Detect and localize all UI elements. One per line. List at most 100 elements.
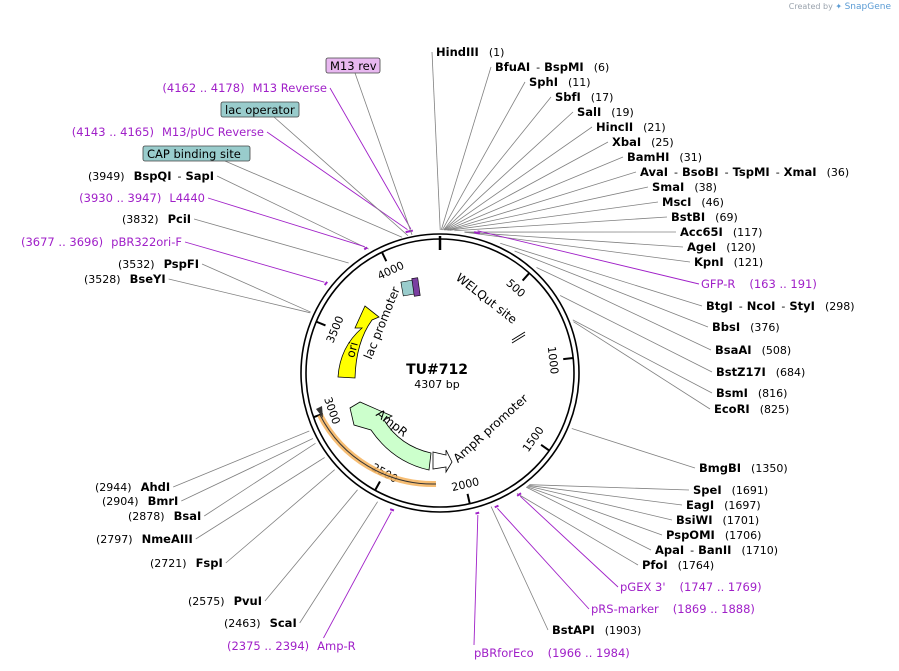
enzyme-msci[interactable]: MscI(46): [662, 195, 724, 209]
enzyme-pfoi[interactable]: PfoI(1764): [642, 558, 714, 572]
welqut-site-marker-a: [511, 334, 526, 344]
primer-pgex-3[interactable]: pGEX 3' (1747 .. 1769): [620, 580, 762, 594]
enzyme-pcii[interactable]: (3832)PciI: [122, 212, 191, 226]
enzyme-name: StyI: [789, 299, 815, 313]
enzyme-name: BstZ17I: [716, 365, 766, 379]
enzyme-leader-line: [225, 469, 335, 564]
enzyme-position: (1350): [751, 462, 788, 475]
enzyme-label: BsiWI(1701): [676, 513, 759, 527]
enzyme-bsmi[interactable]: BsmI(816): [716, 386, 787, 400]
enzyme-apai[interactable]: ApaI-BanII(1710): [655, 543, 778, 557]
primer-range: (1747 .. 1769): [680, 580, 762, 594]
enzyme-position: (38): [694, 181, 717, 194]
enzyme-label: BsaAI(508): [715, 343, 791, 357]
enzyme-pspomi[interactable]: PspOMI(1706): [666, 528, 761, 542]
enzyme-bmri[interactable]: (2904)BmrI: [102, 494, 178, 508]
enzyme-leader-line: [559, 295, 713, 373]
enzyme-scai[interactable]: (2463)ScaI: [224, 616, 297, 630]
primer-name: pGEX 3': [620, 580, 666, 594]
primer-m13-reverse[interactable]: (4162 .. 4178)M13 Reverse: [162, 81, 327, 95]
enzyme-smai[interactable]: SmaI(38): [652, 180, 717, 194]
enzyme-bspqi[interactable]: (3949)BspQI-SapI: [88, 169, 214, 183]
primer-amp-r[interactable]: (2375 .. 2394)Amp-R: [227, 639, 356, 653]
enzyme-sphi[interactable]: SphI(11): [529, 75, 591, 89]
tick-mark-1500: [540, 443, 550, 452]
enzyme-nmeaiii[interactable]: (2797)NmeAIII: [96, 532, 193, 546]
primer-pbrforeco[interactable]: pBRforEco(1966 .. 1984): [474, 646, 630, 660]
boxed-feature-cap-binding-site[interactable]: CAP binding site: [142, 145, 251, 162]
enzyme-leader-line: [193, 218, 349, 264]
tick-mark-3500: [315, 320, 326, 327]
primer-pbr322ori-f[interactable]: (3677 .. 3696)pBR322ori-F: [21, 235, 182, 249]
enzyme-separator: -: [674, 166, 678, 179]
enzyme-leader-line: [445, 141, 609, 231]
primer-label: pBRforEco(1966 .. 1984): [474, 646, 630, 660]
enzyme-label: AvaI-BsoBI-TspMI-XmaI(36): [640, 165, 849, 179]
ampr-promoter-arrow[interactable]: [432, 449, 453, 474]
enzyme-bbsi[interactable]: BbsI(376): [712, 320, 780, 334]
enzyme-agei[interactable]: AgeI(120): [687, 240, 756, 254]
enzyme-bstz17i[interactable]: BstZ17I(684): [716, 365, 805, 379]
enzyme-bfuai[interactable]: BfuAI-BspMI(6): [495, 60, 609, 74]
enzyme-bseyi[interactable]: (3528)BseYI: [84, 272, 166, 286]
enzyme-label: BmgBI(1350): [699, 461, 788, 475]
enzyme-spei[interactable]: SpeI(1691): [693, 483, 768, 497]
enzyme-label: KpnI(121): [694, 255, 763, 269]
enzyme-hincii[interactable]: HincII(21): [596, 120, 666, 134]
enzyme-bsaai[interactable]: BsaAI(508): [715, 343, 791, 357]
ori-arrow[interactable]: [337, 305, 380, 379]
enzyme-ecori[interactable]: EcoRI(825): [714, 402, 789, 416]
enzyme-leader-line: [181, 438, 314, 502]
enzyme-acc65i[interactable]: Acc65I(117): [680, 225, 762, 239]
boxed-feature-m13-rev[interactable]: M13 rev: [325, 57, 381, 74]
enzyme-bamhi[interactable]: BamHI(31): [627, 150, 702, 164]
enzyme-hindiii[interactable]: HindIII(1): [436, 45, 504, 59]
ampr-arrow[interactable]: [349, 401, 432, 471]
enzyme-sbfi[interactable]: SbfI(17): [555, 90, 613, 104]
boxed-feature-lac-operator[interactable]: lac operator: [220, 101, 300, 118]
enzyme-leader-line: [572, 319, 713, 394]
tick-mark-1000: [563, 357, 574, 361]
enzyme-position: (19): [611, 106, 634, 119]
enzyme-position: (1691): [732, 484, 769, 497]
enzyme-separator: -: [690, 544, 694, 557]
tick-mark-4000: [381, 251, 388, 262]
primer-l4440[interactable]: (3930 .. 3947)L4440: [79, 191, 205, 205]
enzyme-bsai[interactable]: (2878)BsaI: [128, 509, 201, 523]
enzyme-name: BstAPI: [552, 623, 595, 637]
primer-site-mark: [323, 281, 328, 286]
lac-operator-block[interactable]: [411, 277, 421, 297]
primer-range: (1966 .. 1984): [548, 646, 630, 660]
primer-site-mark: [475, 511, 480, 515]
primer-m13-puc-reverse[interactable]: (4143 .. 4165)M13/pUC Reverse: [72, 125, 264, 139]
enzyme-pvui[interactable]: (2575)PvuI: [188, 594, 262, 608]
enzyme-avai[interactable]: AvaI-BsoBI-TspMI-XmaI(36): [640, 165, 849, 179]
enzyme-leader-line: [516, 493, 639, 566]
enzyme-pspfi[interactable]: (3532)PspFI: [118, 257, 199, 271]
tick-label-3500: 3500: [324, 314, 347, 345]
enzyme-name: ApaI: [655, 543, 684, 557]
enzyme-ahdi[interactable]: (2944)AhdI: [95, 480, 170, 494]
enzyme-position: (3532): [118, 258, 155, 271]
enzyme-btgi[interactable]: BtgI-NcoI-StyI(298): [706, 299, 855, 313]
enzyme-bstbi[interactable]: BstBI(69): [671, 210, 738, 224]
enzyme-name: SbfI: [555, 90, 581, 104]
enzyme-xbai[interactable]: XbaI(25): [612, 135, 674, 149]
enzyme-eagi[interactable]: EagI(1697): [686, 498, 761, 512]
primer-gfp-r[interactable]: GFP-R(163 .. 191): [701, 277, 817, 291]
enzyme-leader-line: [526, 486, 663, 536]
tick-label-1000: 1000: [545, 346, 561, 375]
backbone: [300, 233, 580, 513]
enzyme-fspi[interactable]: (2721)FspI: [150, 556, 223, 570]
primer-prs-marker[interactable]: pRS-marker(1869 .. 1888): [591, 602, 755, 616]
enzyme-sali[interactable]: SalI(19): [577, 105, 634, 119]
enzyme-label: ApaI-BanII(1710): [655, 543, 778, 557]
enzyme-leader-line: [449, 201, 659, 231]
left-enzyme-labels: (3949)BspQI-SapI (3832)PciI (3532)PspFI(35…: [84, 169, 297, 630]
enzyme-kpni[interactable]: KpnI(121): [694, 255, 763, 269]
enzyme-bsiwi[interactable]: BsiWI(1701): [676, 513, 759, 527]
enzyme-bmgbi[interactable]: BmgBI(1350): [699, 461, 788, 475]
enzyme-bstapi[interactable]: BstAPI(1903): [552, 623, 641, 637]
enzyme-position: (46): [701, 196, 724, 209]
enzyme-position: (825): [760, 403, 790, 416]
